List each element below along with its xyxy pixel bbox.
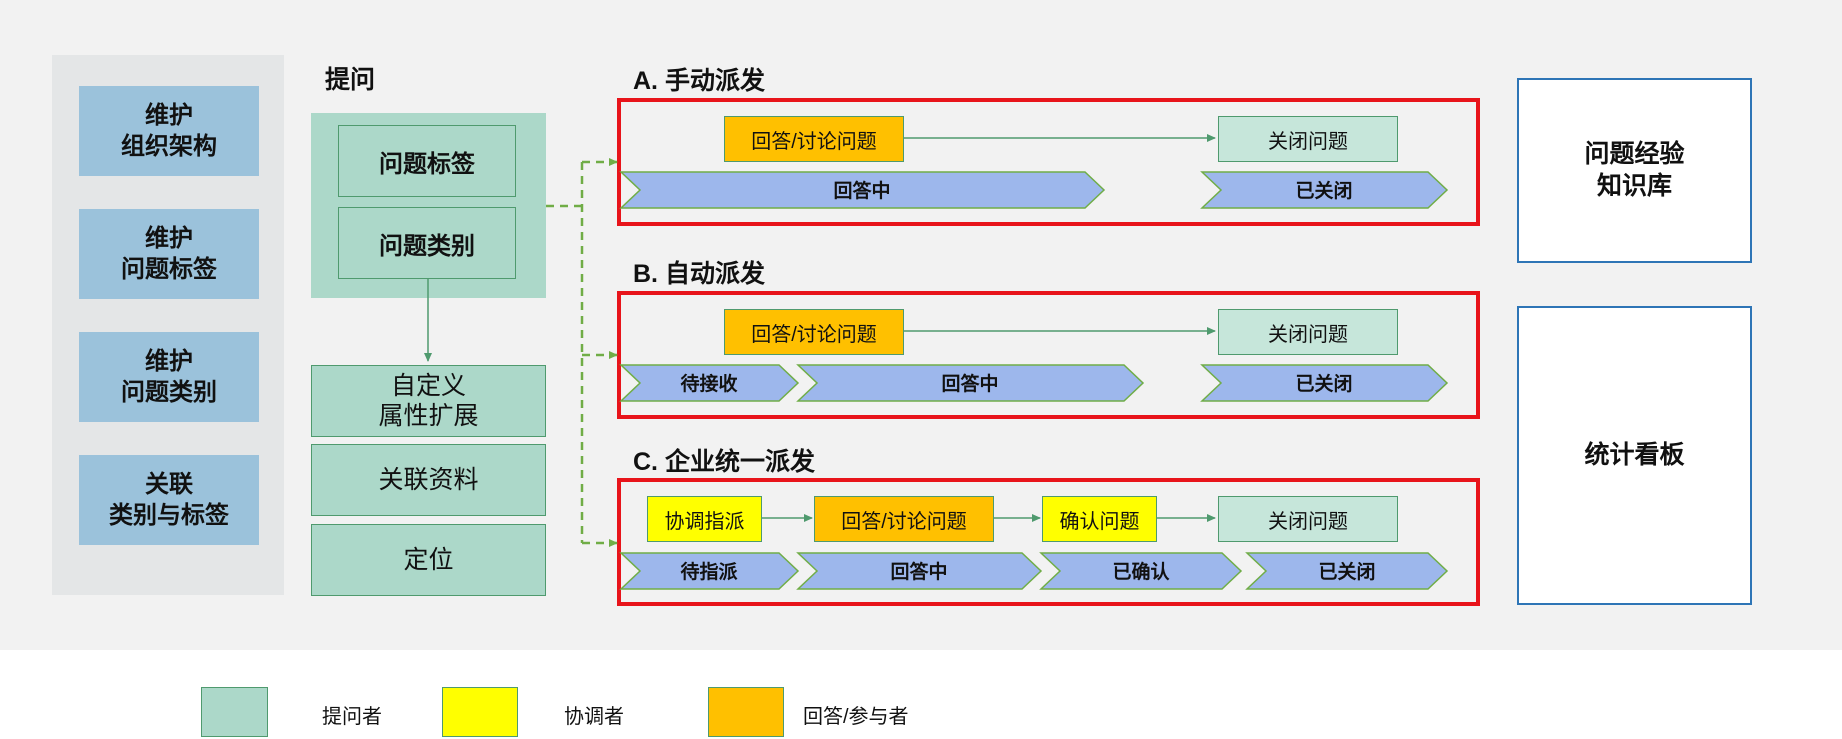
legend-swatch-asker bbox=[201, 687, 268, 737]
ask-tag-box: 问题标签 bbox=[338, 125, 516, 197]
ext-related-materials: 关联资料 bbox=[311, 444, 546, 516]
section-b-frame bbox=[617, 291, 1480, 419]
ext-custom-attributes: 自定义 属性扩展 bbox=[311, 365, 546, 437]
ask-box bbox=[311, 113, 546, 298]
ask-title: 提问 bbox=[325, 66, 376, 94]
c-step-close: 关闭问题 bbox=[1218, 496, 1398, 542]
ext-location: 定位 bbox=[311, 524, 546, 596]
maint-link-category-tags: 关联 类别与标签 bbox=[79, 455, 259, 545]
ask-category-box: 问题类别 bbox=[338, 207, 516, 279]
svg-text:待接收: 待接收 bbox=[680, 372, 737, 395]
maint-question-tags: 维护 问题标签 bbox=[79, 209, 259, 299]
svg-text:回答中: 回答中 bbox=[941, 372, 998, 395]
stage-c-closed: 已关闭 bbox=[1245, 552, 1449, 590]
section-c-title: C. 企业统一派发 bbox=[633, 448, 815, 476]
svg-text:待指派: 待指派 bbox=[680, 560, 738, 583]
dashboard-box: 统计看板 bbox=[1517, 306, 1752, 605]
stage-a-answering: 回答中 bbox=[619, 171, 1106, 209]
stage-c-assigning: 待指派 bbox=[619, 552, 800, 590]
b-step-answer-discuss: 回答/讨论问题 bbox=[724, 309, 904, 355]
section-b-title: B. 自动派发 bbox=[633, 260, 765, 288]
stage-c-confirmed: 已确认 bbox=[1039, 552, 1243, 590]
knowledge-base-box: 问题经验 知识库 bbox=[1517, 78, 1752, 263]
connector-layer: 回答中 已关闭 待接收 回答中 已关闭 待指派 回答中 已确认 已关闭 bbox=[424, 134, 1449, 590]
svg-text:已关闭: 已关闭 bbox=[1295, 372, 1352, 395]
section-c-frame bbox=[617, 478, 1480, 606]
section-a-title: A. 手动派发 bbox=[633, 67, 765, 95]
c-step-answer-discuss: 回答/讨论问题 bbox=[814, 496, 994, 542]
legend-label-coordinator: 协调者 bbox=[564, 706, 624, 728]
svg-text:已关闭: 已关闭 bbox=[1318, 560, 1375, 583]
legend-swatch-answerer bbox=[708, 687, 784, 737]
a-step-close: 关闭问题 bbox=[1218, 116, 1398, 162]
a-step-answer-discuss: 回答/讨论问题 bbox=[724, 116, 904, 162]
svg-text:已关闭: 已关闭 bbox=[1295, 179, 1352, 202]
c-step-confirm: 确认问题 bbox=[1042, 496, 1157, 542]
section-a-frame bbox=[617, 98, 1480, 226]
svg-text:已确认: 已确认 bbox=[1112, 560, 1169, 583]
stage-c-answering: 回答中 bbox=[796, 552, 1043, 590]
legend-label-answerer: 回答/参与者 bbox=[803, 706, 909, 728]
maint-org-structure: 维护 组织架构 bbox=[79, 86, 259, 176]
stage-b-pending: 待接收 bbox=[619, 364, 800, 402]
stage-b-closed: 已关闭 bbox=[1200, 364, 1449, 402]
b-step-close: 关闭问题 bbox=[1218, 309, 1398, 355]
c-step-coordinate-assign: 协调指派 bbox=[647, 496, 762, 542]
svg-text:回答中: 回答中 bbox=[890, 560, 947, 583]
legend-label-asker: 提问者 bbox=[322, 706, 382, 728]
svg-text:回答中: 回答中 bbox=[833, 179, 890, 202]
legend-swatch-coordinator bbox=[442, 687, 518, 737]
stage-b-answering: 回答中 bbox=[796, 364, 1145, 402]
maint-question-categories: 维护 问题类别 bbox=[79, 332, 259, 422]
stage-a-closed: 已关闭 bbox=[1200, 171, 1449, 209]
